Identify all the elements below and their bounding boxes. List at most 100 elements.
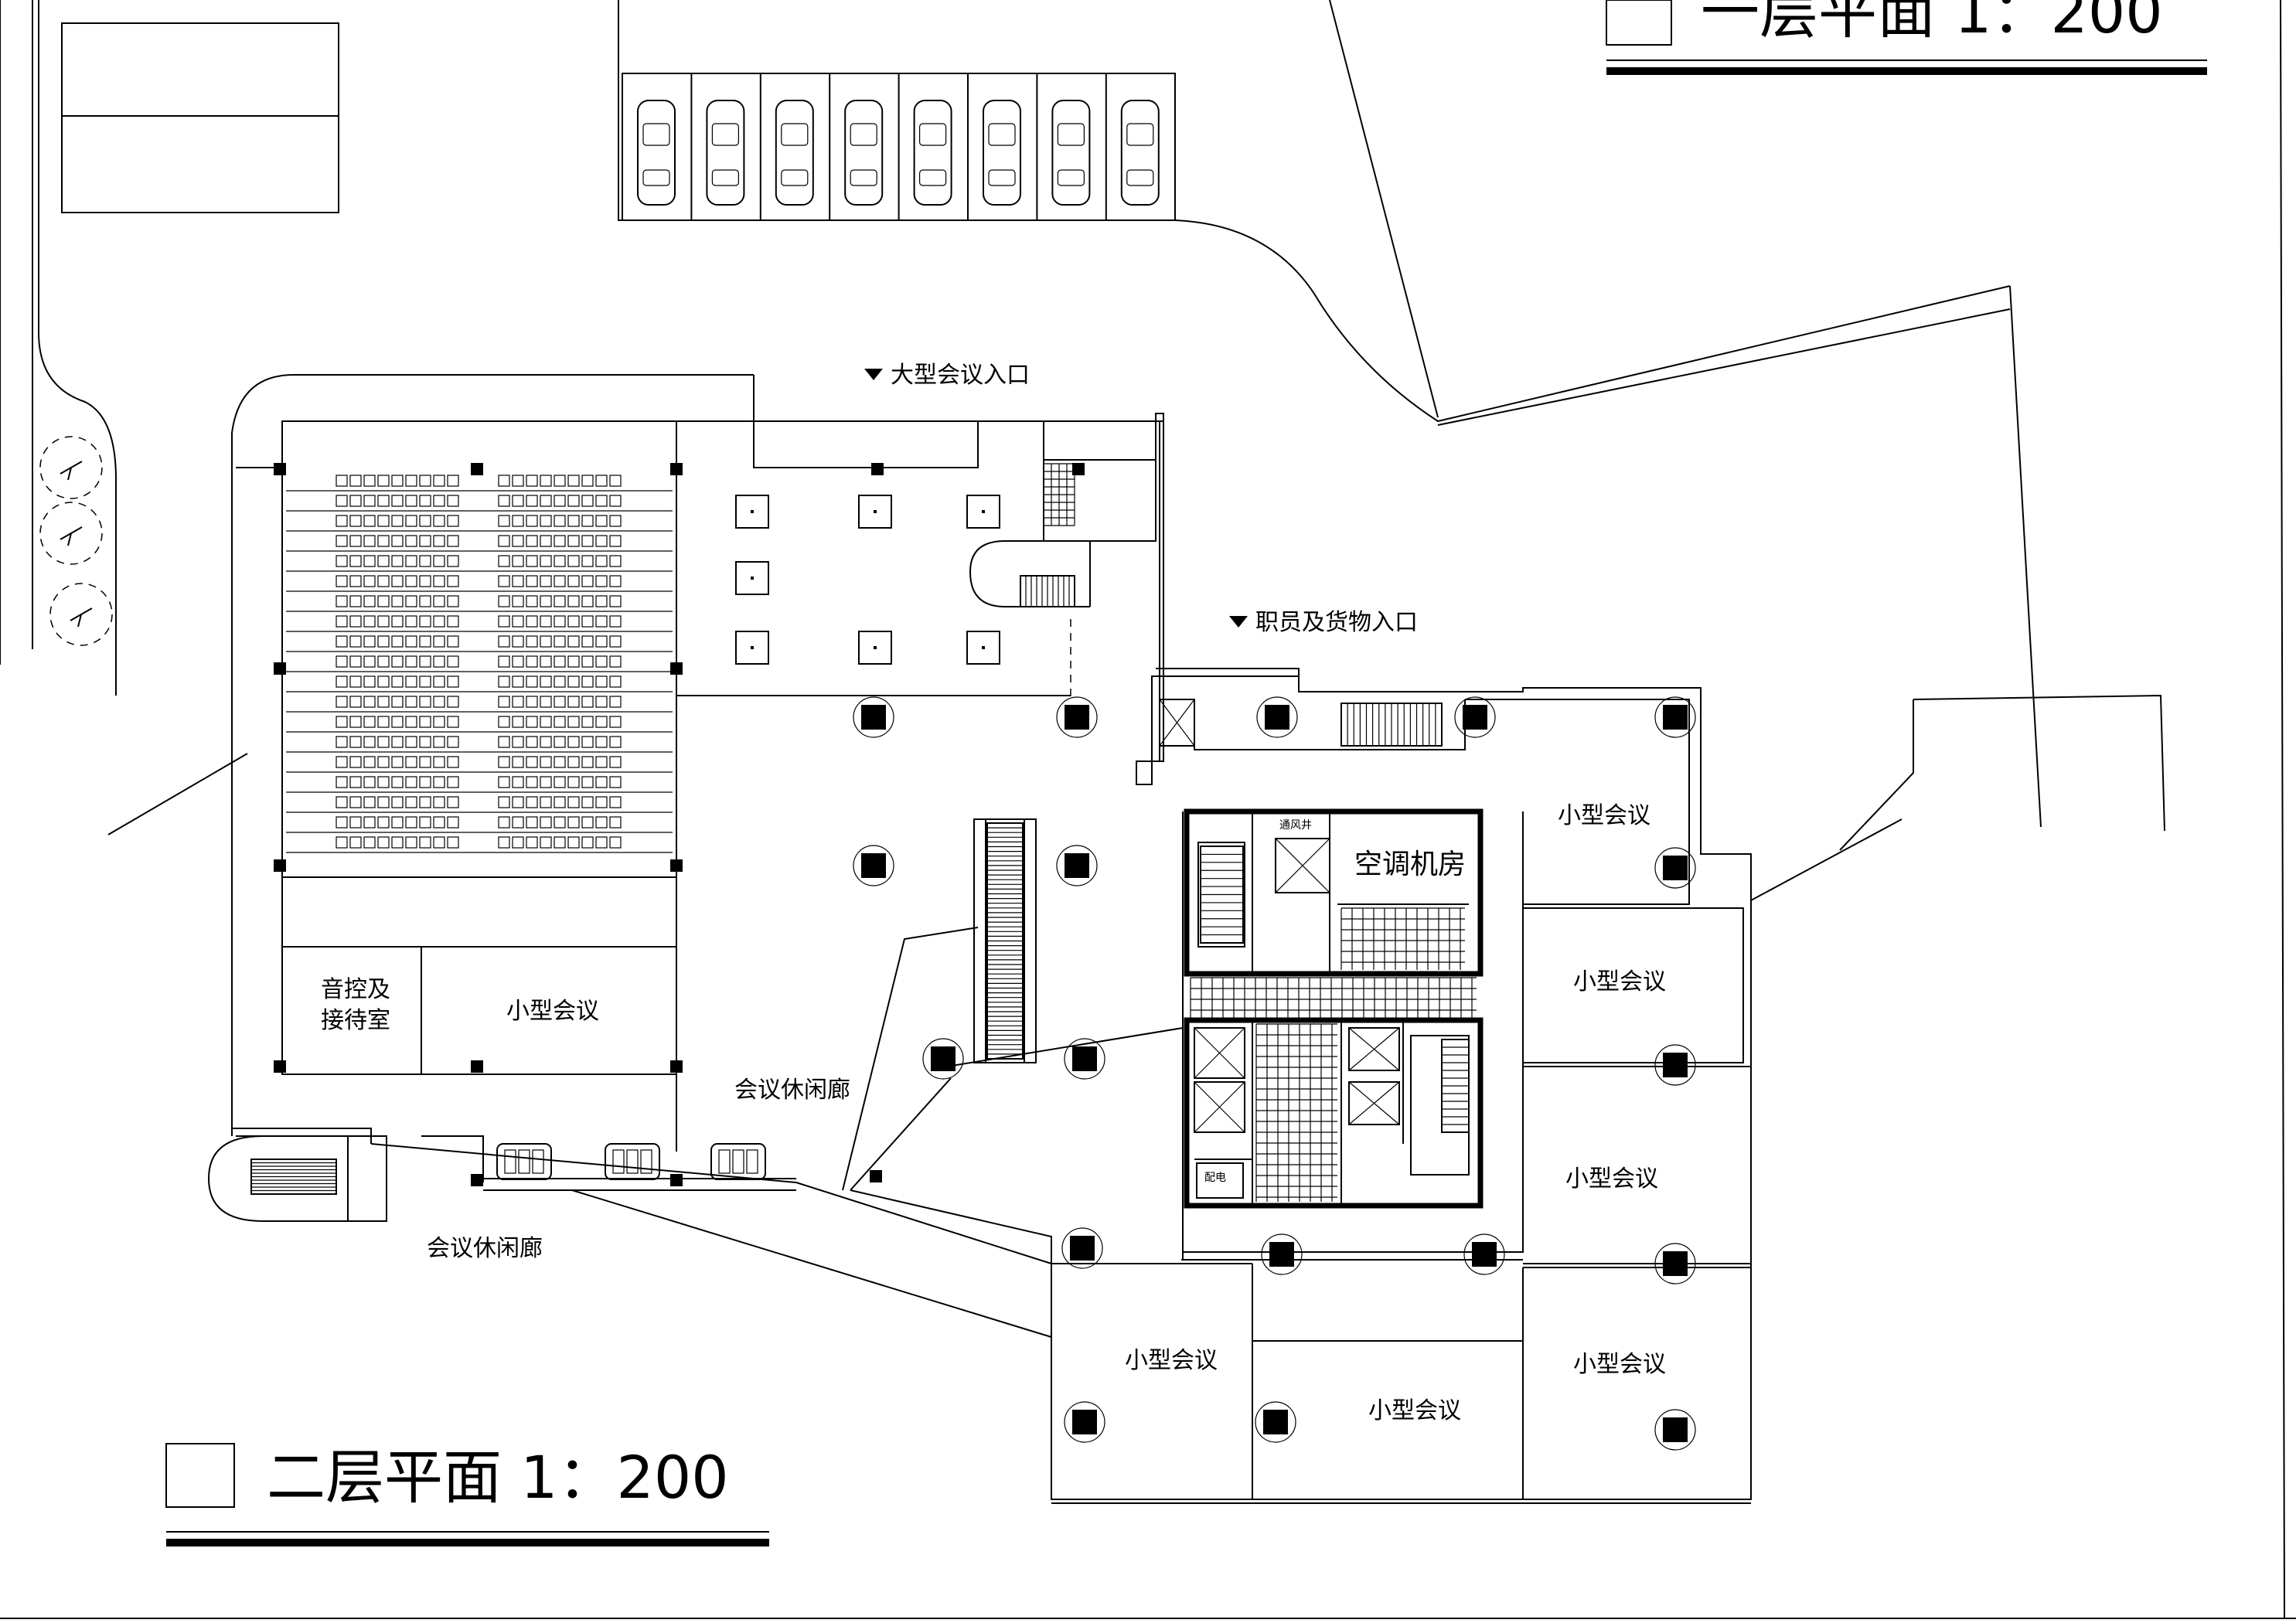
seat	[595, 575, 608, 587]
seat	[447, 475, 459, 487]
column	[670, 859, 683, 872]
seat	[512, 756, 524, 768]
seat	[512, 655, 524, 668]
seat	[498, 776, 510, 788]
seat	[512, 696, 524, 708]
seat	[498, 675, 510, 688]
seat	[595, 716, 608, 728]
seat	[405, 816, 417, 829]
seat	[447, 675, 459, 688]
room-labels: 大型会议入口 职员及货物入口 音控及 接待室 小型会议 小型会议 小型会议 小型…	[321, 362, 1666, 1424]
seat	[433, 475, 445, 487]
seat	[447, 655, 459, 668]
seat	[595, 495, 608, 507]
seat	[377, 575, 390, 587]
seat	[581, 776, 594, 788]
seat	[391, 575, 404, 587]
seat	[433, 555, 445, 567]
seat	[405, 555, 417, 567]
seat	[433, 796, 445, 808]
car-rear-window	[918, 169, 947, 186]
seat	[447, 696, 459, 708]
seat	[512, 675, 524, 688]
column-circle	[1463, 1233, 1505, 1275]
column-circle	[1654, 1409, 1696, 1451]
seat	[581, 655, 594, 668]
seat	[540, 595, 552, 607]
column	[1663, 856, 1688, 880]
seat	[512, 796, 524, 808]
seat	[363, 515, 376, 527]
car-icon	[1051, 100, 1091, 206]
seat	[498, 635, 510, 648]
seat	[512, 635, 524, 648]
seat	[498, 595, 510, 607]
seat	[554, 575, 566, 587]
planter-dot	[874, 510, 877, 513]
small-meeting-room-label: 小型会议	[1368, 1397, 1461, 1424]
seat	[498, 575, 510, 587]
car-windshield	[1126, 123, 1154, 146]
seat	[377, 796, 390, 808]
seat	[526, 575, 538, 587]
seat	[609, 736, 622, 748]
column	[861, 853, 886, 878]
column	[670, 1060, 683, 1073]
bottom-title-box	[165, 1443, 235, 1508]
column	[1065, 853, 1089, 878]
seat	[609, 535, 622, 547]
column	[274, 1060, 286, 1073]
planter-dot	[751, 510, 754, 513]
seat	[336, 615, 348, 628]
seat	[567, 595, 580, 607]
seat	[391, 655, 404, 668]
planter-box	[858, 495, 892, 529]
seat	[554, 535, 566, 547]
column	[274, 463, 286, 475]
seat	[363, 836, 376, 849]
seat	[419, 796, 431, 808]
seat	[526, 796, 538, 808]
seat	[554, 836, 566, 849]
seat	[336, 696, 348, 708]
seat	[363, 756, 376, 768]
sofa-cushion	[612, 1149, 625, 1174]
sofa-icon	[710, 1143, 766, 1180]
bottom-title-text: 二层平面 1：200	[267, 1443, 729, 1512]
seat	[581, 796, 594, 808]
seat	[377, 716, 390, 728]
sofa-cushion	[518, 1149, 530, 1174]
seat	[512, 836, 524, 849]
seat	[554, 555, 566, 567]
seat	[377, 776, 390, 788]
seat	[377, 495, 390, 507]
entrance-arrow-icon	[864, 369, 883, 380]
seat	[433, 816, 445, 829]
column	[861, 705, 886, 730]
seat	[512, 555, 524, 567]
seat	[498, 696, 510, 708]
seat	[609, 615, 622, 628]
seat	[595, 736, 608, 748]
sofa-icon	[496, 1143, 552, 1180]
seat	[391, 595, 404, 607]
seat	[336, 716, 348, 728]
column	[274, 662, 286, 675]
seat	[512, 615, 524, 628]
column-circle	[1261, 1233, 1303, 1275]
seat	[540, 535, 552, 547]
seat	[391, 796, 404, 808]
seat	[433, 776, 445, 788]
seat	[567, 696, 580, 708]
seat	[595, 635, 608, 648]
lounge-corridor-label: 会议休闲廊	[734, 1077, 850, 1104]
seat	[609, 776, 622, 788]
car-rear-window	[1057, 169, 1085, 186]
seat	[526, 756, 538, 768]
parking-lot	[622, 73, 1176, 221]
seat	[581, 675, 594, 688]
column	[670, 662, 683, 675]
tree-icon	[39, 502, 103, 565]
seat	[391, 475, 404, 487]
